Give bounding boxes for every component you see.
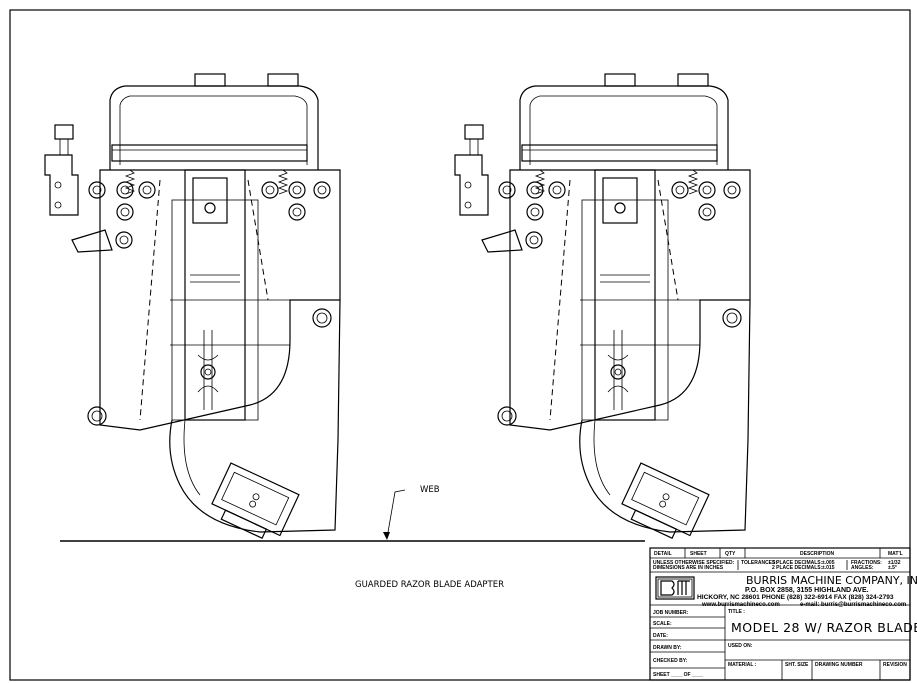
unless-note: UNLESS OTHERWISE SPECIFIED: [653, 560, 735, 566]
title-label: TITLE : [728, 609, 745, 615]
tolerances-label: TOLERANCES: [741, 560, 777, 566]
holder-right-view [454, 73, 751, 546]
header-matl: MAT'L [888, 551, 903, 557]
header-detail: DETAIL [654, 551, 672, 557]
sheet-of-label: SHEET ____ OF ____ [653, 672, 703, 678]
place3-label: 3 PLACE DECIMALS: [772, 560, 823, 566]
job-number-label: JOB NUMBER: [653, 610, 689, 616]
company-city-phone: HICKORY, NC 28601 PHONE (828) 322-6914 F… [697, 594, 894, 601]
drawing-number-label: DRAWING NUMBER [815, 662, 863, 668]
place2-label: 2 PLACE DECIMALS: [772, 565, 823, 571]
header-sheet: SHEET [690, 551, 707, 557]
sheet-border [9, 9, 911, 681]
header-qty: QTY [725, 551, 736, 557]
place2-value: ±.015 [822, 565, 835, 571]
company-web: www.burrismachineco.com [701, 602, 780, 608]
company-email: e-mail: burris@burrismachineco.com [800, 602, 906, 608]
checked-by-label: CHECKED BY: [653, 658, 688, 664]
dimensions-note: DIMENSIONS ARE IN INCHES [653, 565, 724, 571]
used-on-label: USED ON: [728, 643, 753, 649]
title-block: DETAIL SHEET QTY DESCRIPTION MAT'L UNLES… [649, 547, 917, 681]
guarded-holder-left-view [44, 73, 341, 546]
web-arrowhead [383, 532, 390, 540]
web-leader-line [386, 489, 406, 539]
fractions-value: ±1/32 [888, 560, 901, 566]
drawing-caption: GUARDED RAZOR BLADE ADAPTER [355, 580, 504, 590]
bm-logo [655, 576, 695, 600]
scale-label: SCALE: [653, 621, 672, 627]
header-description: DESCRIPTION [800, 551, 835, 557]
company-name: BURRIS MACHINE COMPANY, INC. [746, 574, 917, 587]
place3-value: ±.005 [822, 560, 835, 566]
angles-label: ANGLES: [851, 565, 874, 571]
company-address: P.O. BOX 2858, 3155 HIGHLAND AVE. [745, 587, 869, 594]
angles-value: ±.5° [888, 565, 897, 571]
web-label: WEB [420, 485, 440, 495]
drawn-by-label: DRAWN BY: [653, 645, 682, 651]
material-label: MATERIAL : [728, 662, 757, 668]
sheet-size-label: SHT. SIZE [785, 662, 809, 668]
revision-label: REVISION [883, 662, 907, 668]
date-label: DATE: [653, 633, 668, 639]
fractions-label: FRACTIONS: [851, 560, 882, 566]
drawing-title: MODEL 28 W/ RAZOR BLADE HOLDER [731, 620, 917, 635]
